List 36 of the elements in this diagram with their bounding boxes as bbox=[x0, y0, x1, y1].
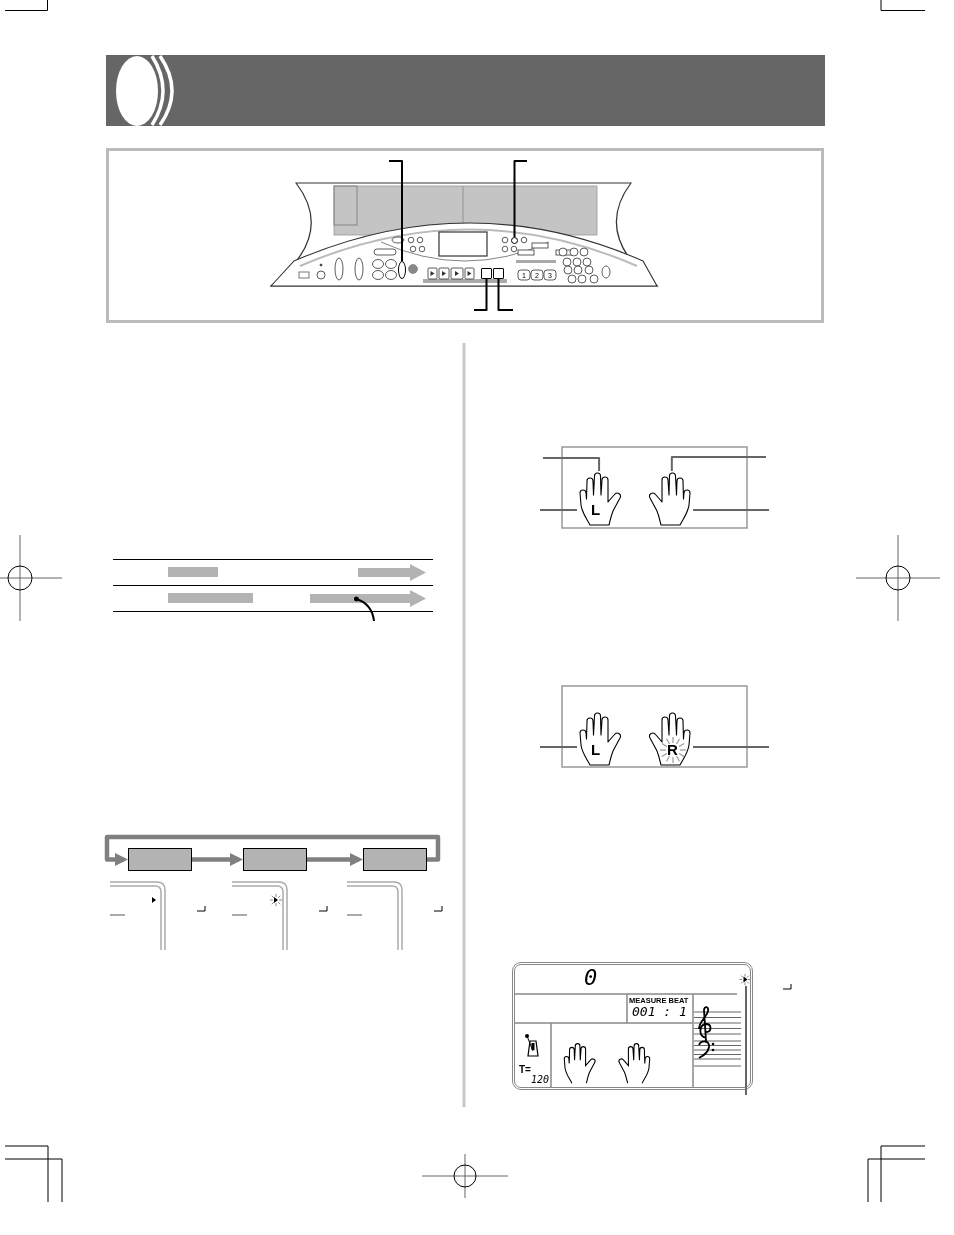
leader-line bbox=[388, 160, 403, 262]
leader-line bbox=[692, 509, 770, 511]
hand-symbol bbox=[577, 711, 623, 766]
leader-line bbox=[692, 746, 770, 748]
hand-symbol bbox=[647, 471, 693, 526]
hand-letter: L bbox=[591, 741, 601, 758]
tempo-value: 120 bbox=[531, 1074, 550, 1086]
flashing-indicator-icon bbox=[739, 973, 750, 986]
flow-box bbox=[128, 848, 192, 871]
leader-line bbox=[497, 278, 514, 311]
leader-line bbox=[513, 160, 528, 238]
keyboard-button bbox=[398, 261, 406, 279]
flow-box bbox=[243, 848, 307, 871]
leader-line bbox=[353, 596, 375, 622]
leader-line bbox=[539, 746, 578, 748]
keyboard-button bbox=[493, 268, 504, 279]
tempo-label: T= bbox=[519, 1064, 531, 1076]
leader-line bbox=[539, 509, 578, 511]
keyboard-button bbox=[481, 268, 492, 279]
arrow bbox=[104, 834, 441, 867]
hand-symbol bbox=[647, 711, 693, 766]
keyboard-button bbox=[511, 237, 518, 244]
arrow bbox=[192, 852, 243, 867]
leader-line bbox=[473, 278, 488, 311]
timeline-arrow bbox=[310, 590, 426, 607]
hand-letter: R bbox=[667, 741, 678, 758]
display-digit: 0 bbox=[584, 965, 598, 990]
flow-box bbox=[363, 848, 427, 871]
hand-symbol bbox=[577, 471, 623, 526]
arrow bbox=[307, 852, 363, 867]
leader-line bbox=[670, 456, 767, 472]
lcd-display bbox=[512, 962, 753, 1090]
leader-line bbox=[745, 985, 747, 1096]
leader-line bbox=[542, 457, 601, 472]
display-readout: 001 : 1 bbox=[632, 1004, 687, 1019]
hand-letter: L bbox=[591, 501, 601, 518]
